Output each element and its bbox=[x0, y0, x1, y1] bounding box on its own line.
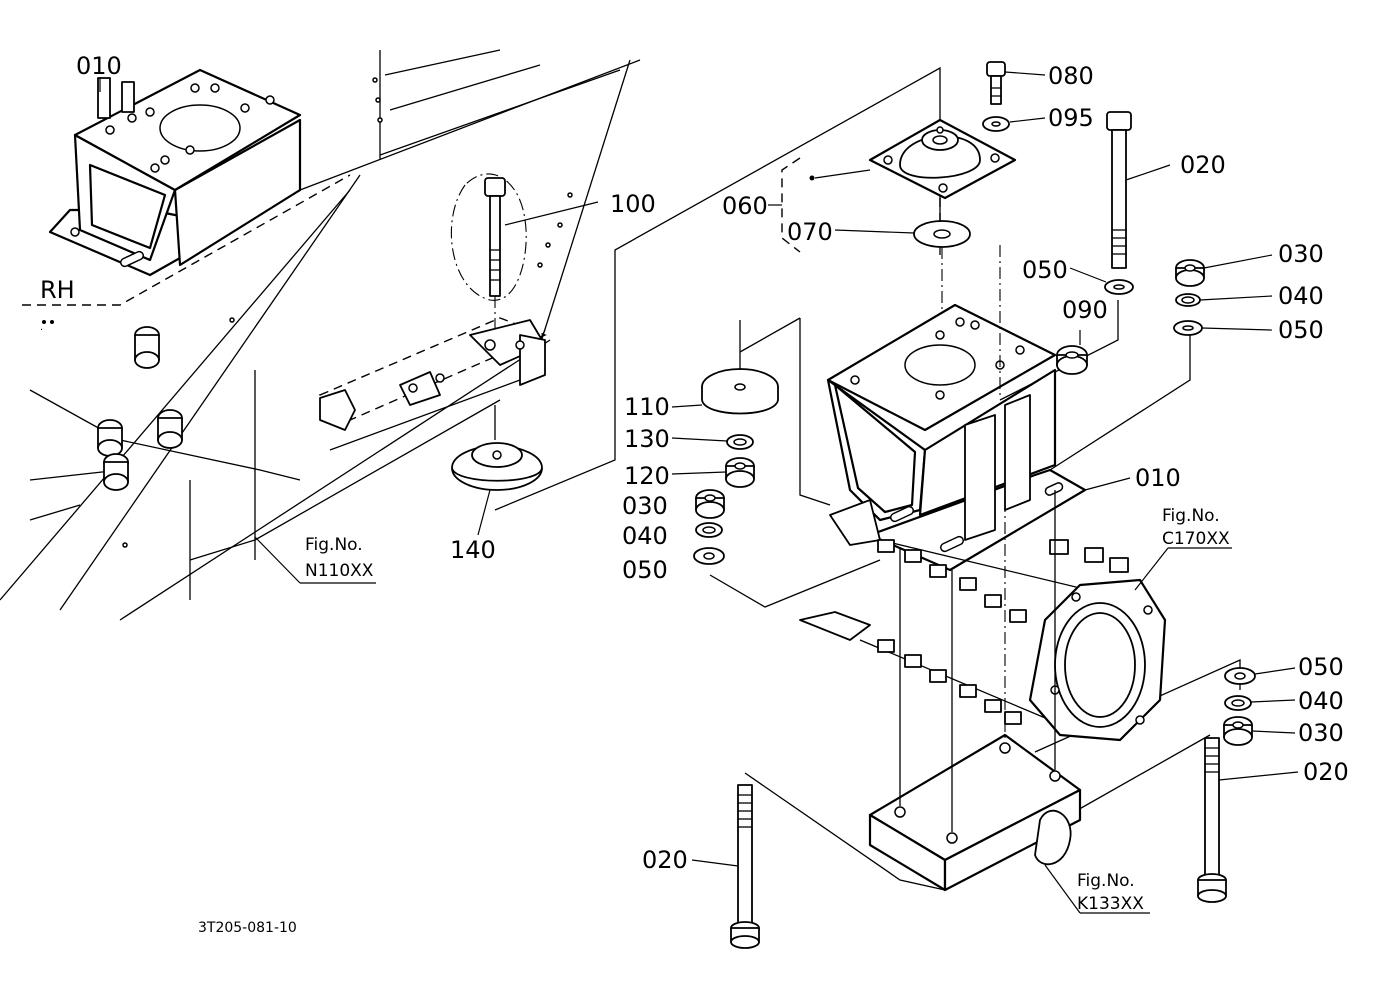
washer-050-a[interactable] bbox=[1069, 267, 1134, 295]
callout-030-a[interactable]: 030 bbox=[1278, 240, 1324, 268]
washer-050-d[interactable] bbox=[1224, 667, 1296, 685]
transmission-case bbox=[799, 499, 1232, 742]
nut-120[interactable] bbox=[671, 457, 755, 488]
fig-ref-n110-title: Fig.No. bbox=[305, 535, 363, 555]
spring-washer-130[interactable] bbox=[671, 434, 754, 450]
washer-050-c[interactable] bbox=[693, 547, 725, 565]
callout-050-b[interactable]: 050 bbox=[1278, 316, 1324, 344]
rubber-mount-140[interactable] bbox=[451, 405, 543, 536]
bolt-020-top[interactable] bbox=[1106, 111, 1171, 269]
callout-010-top[interactable]: 010 bbox=[76, 52, 122, 80]
fig-ref-k133-code: K133XX bbox=[1077, 894, 1144, 914]
rubber-cushion-110[interactable] bbox=[671, 320, 779, 415]
rh-label: RH bbox=[40, 276, 75, 304]
fig-ref-c170-title: Fig.No. bbox=[1162, 506, 1220, 526]
callout-050-c[interactable]: 050 bbox=[622, 556, 668, 584]
callout-100[interactable]: 100 bbox=[610, 190, 656, 218]
spring-washer-040-c[interactable] bbox=[1224, 695, 1296, 711]
callout-095[interactable]: 095 bbox=[1048, 104, 1094, 132]
callout-020-top[interactable]: 020 bbox=[1180, 151, 1226, 179]
bolt-020-bottom[interactable] bbox=[691, 784, 760, 949]
bolt-080[interactable] bbox=[986, 61, 1046, 105]
callout-050-a[interactable]: 050 bbox=[1022, 256, 1068, 284]
svg-text:.: . bbox=[40, 322, 43, 333]
callout-140[interactable]: 140 bbox=[450, 536, 496, 564]
callout-080[interactable]: 080 bbox=[1048, 62, 1094, 90]
nut-090[interactable] bbox=[1056, 330, 1088, 375]
washer-095[interactable] bbox=[982, 116, 1046, 132]
callout-050-d[interactable]: 050 bbox=[1298, 653, 1344, 681]
callout-070[interactable]: 070 bbox=[787, 218, 833, 246]
washer-050-b[interactable] bbox=[1173, 320, 1273, 336]
callout-010-mid[interactable]: 010 bbox=[1135, 464, 1181, 492]
mount-plate bbox=[318, 317, 547, 431]
fig-ref-n110[interactable]: Fig.No. N110XX bbox=[254, 535, 376, 584]
fig-ref-c170-code: C170XX bbox=[1162, 529, 1230, 549]
frame-structure bbox=[0, 49, 641, 621]
callout-060[interactable]: 060 bbox=[722, 192, 768, 220]
callout-040-c[interactable]: 040 bbox=[1298, 687, 1344, 715]
drawing-code: 3T205-081-10 bbox=[198, 920, 297, 936]
callout-110[interactable]: 110 bbox=[624, 393, 670, 421]
callout-120[interactable]: 120 bbox=[624, 462, 670, 490]
spring-washer-040-b[interactable] bbox=[695, 522, 723, 538]
lower-plate bbox=[868, 490, 1150, 914]
washer-070[interactable] bbox=[834, 220, 971, 395]
nut-030-a[interactable] bbox=[1175, 254, 1273, 287]
callout-030-c[interactable]: 030 bbox=[1298, 719, 1344, 747]
nut-030-c[interactable] bbox=[1223, 716, 1296, 746]
fig-ref-k133[interactable]: Fig.No. K133XX bbox=[1077, 871, 1144, 914]
fig-ref-c170[interactable]: Fig.No. C170XX bbox=[1162, 506, 1230, 549]
main-bracket-010[interactable] bbox=[826, 245, 1131, 572]
nut-030-b[interactable] bbox=[695, 489, 725, 519]
callout-130[interactable]: 130 bbox=[624, 425, 670, 453]
spring-washer-040-a[interactable] bbox=[1175, 293, 1273, 307]
callout-040-a[interactable]: 040 bbox=[1278, 282, 1324, 310]
callout-020-bottom[interactable]: 020 bbox=[642, 846, 688, 874]
fig-ref-n110-code: N110XX bbox=[305, 561, 374, 581]
bolt-020-right[interactable] bbox=[1197, 737, 1299, 903]
callout-030-b[interactable]: 030 bbox=[622, 492, 668, 520]
callout-020-right[interactable]: 020 bbox=[1303, 758, 1349, 786]
bolt-100-group[interactable] bbox=[450, 173, 599, 345]
rh-bracket-010[interactable] bbox=[22, 68, 351, 306]
fig-ref-k133-title: Fig.No. bbox=[1077, 871, 1135, 891]
callout-090[interactable]: 090 bbox=[1062, 296, 1108, 324]
frame-spacers bbox=[97, 326, 183, 491]
callout-040-b[interactable]: 040 bbox=[622, 522, 668, 550]
